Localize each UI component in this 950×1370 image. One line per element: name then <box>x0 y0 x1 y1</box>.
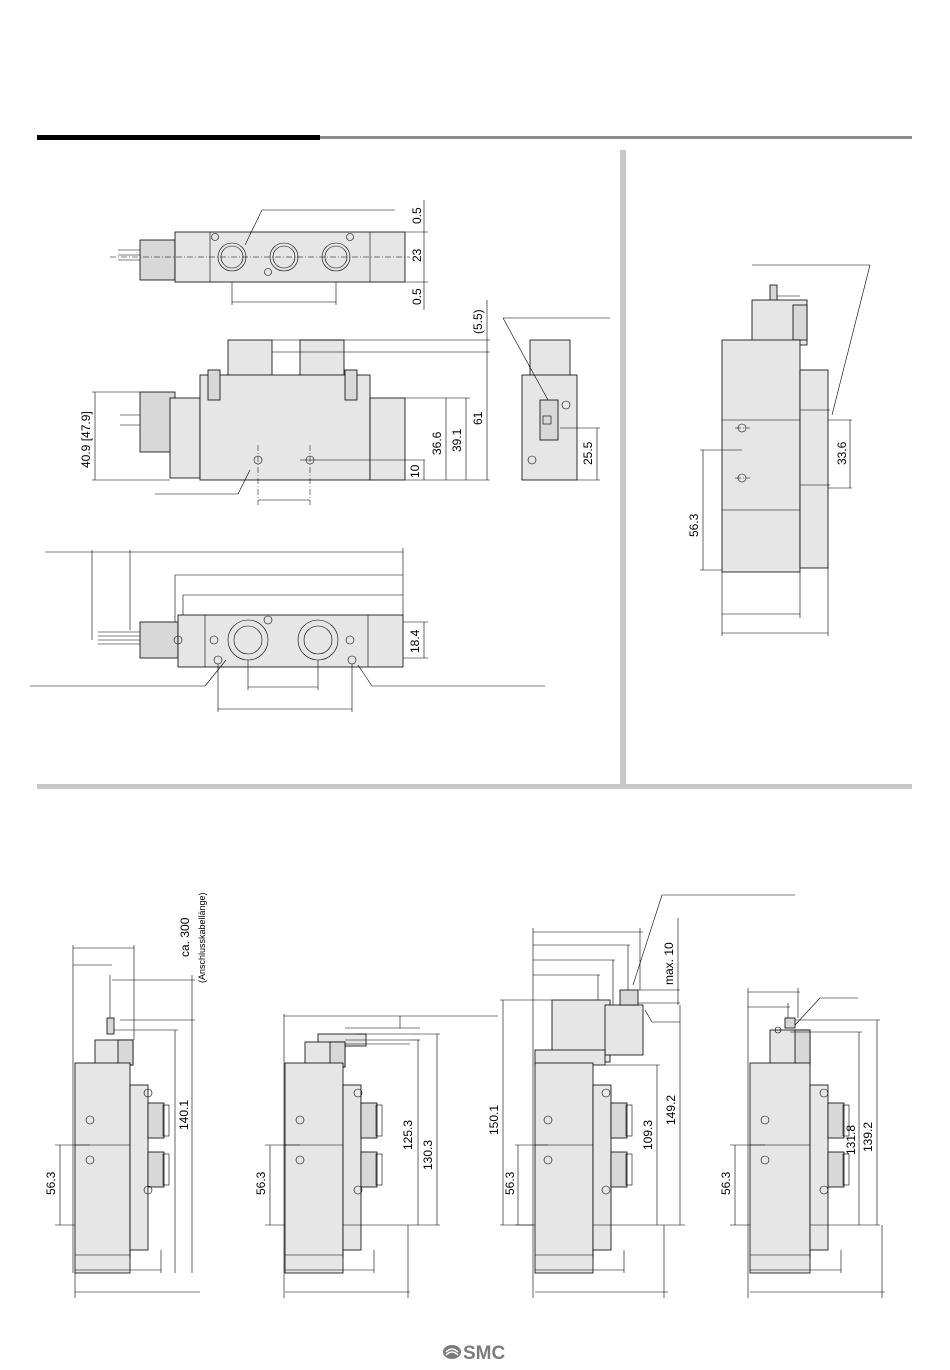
dim-v2-125-3: 125.3 <box>401 1120 415 1150</box>
dim-top-gap: 0.5 <box>410 207 424 224</box>
dim-v4-139-2: 139.2 <box>861 1122 875 1152</box>
dim-v3-150-1: 150.1 <box>487 1105 501 1135</box>
dim-v3-max10: max. 10 <box>662 942 676 985</box>
dim-front-height-left: 40.9 [47.9] <box>79 411 93 468</box>
dim-v4-56-3: 56.3 <box>719 1171 733 1195</box>
top-view: 0.5 23 0.5 <box>110 200 428 310</box>
variant-4-view: 131.8 139.2 56.3 <box>719 988 885 1298</box>
logo-text: SMC <box>463 1343 506 1364</box>
dim-bottom-18-4: 18.4 <box>408 629 422 653</box>
dim-v3-109-3: 109.3 <box>641 1120 655 1150</box>
dim-v1-140-1: 140.1 <box>177 1100 191 1130</box>
dim-side-25-5: 25.5 <box>581 441 595 465</box>
header-rule-dark <box>37 135 320 140</box>
variant-2-view: 125.3 130.3 56.3 <box>254 1014 498 1298</box>
dim-front-61: 61 <box>471 411 485 425</box>
variant-3-view: max. 10 150.1 109.3 149.2 56.3 <box>487 895 795 1298</box>
dim-top-width: 23 <box>410 248 424 262</box>
right-panel-view: 33.6 56.3 <box>687 265 870 636</box>
dim-v1-cable: ca. 300 <box>178 917 192 957</box>
dim-front-39-1: 39.1 <box>450 428 464 452</box>
vertical-divider <box>620 150 626 786</box>
dim-v2-130-3: 130.3 <box>421 1140 435 1170</box>
dim-v3-56-3: 56.3 <box>503 1171 517 1195</box>
dim-v1-cable-note: (Anschlusskabellänge) <box>197 892 207 983</box>
variant-1-view: 140.1 ca. 300 (Anschlusskabellänge) 56.3 <box>44 892 207 1298</box>
dim-top-gap-bottom: 0.5 <box>410 288 424 305</box>
dim-front-5-5: (5.5) <box>471 309 485 334</box>
smc-logo: SMC <box>443 1343 506 1364</box>
dim-right-56-3: 56.3 <box>687 513 701 537</box>
horizontal-divider <box>37 784 912 789</box>
dim-v1-56-3: 56.3 <box>44 1171 58 1195</box>
bottom-view: 18.4 <box>30 548 545 712</box>
dim-v3-149-2: 149.2 <box>664 1095 678 1125</box>
dim-front-36-6: 36.6 <box>430 431 444 455</box>
side-view: 25.5 <box>503 318 610 480</box>
dim-front-10: 10 <box>408 464 422 478</box>
dim-v2-56-3: 56.3 <box>254 1171 268 1195</box>
dim-v4-131-8: 131.8 <box>844 1125 858 1155</box>
header-rule-grey <box>320 136 912 139</box>
front-view: 40.9 [47.9] 10 36.6 39.1 61 (5.5) <box>79 300 490 505</box>
dim-right-33-6: 33.6 <box>835 441 849 465</box>
